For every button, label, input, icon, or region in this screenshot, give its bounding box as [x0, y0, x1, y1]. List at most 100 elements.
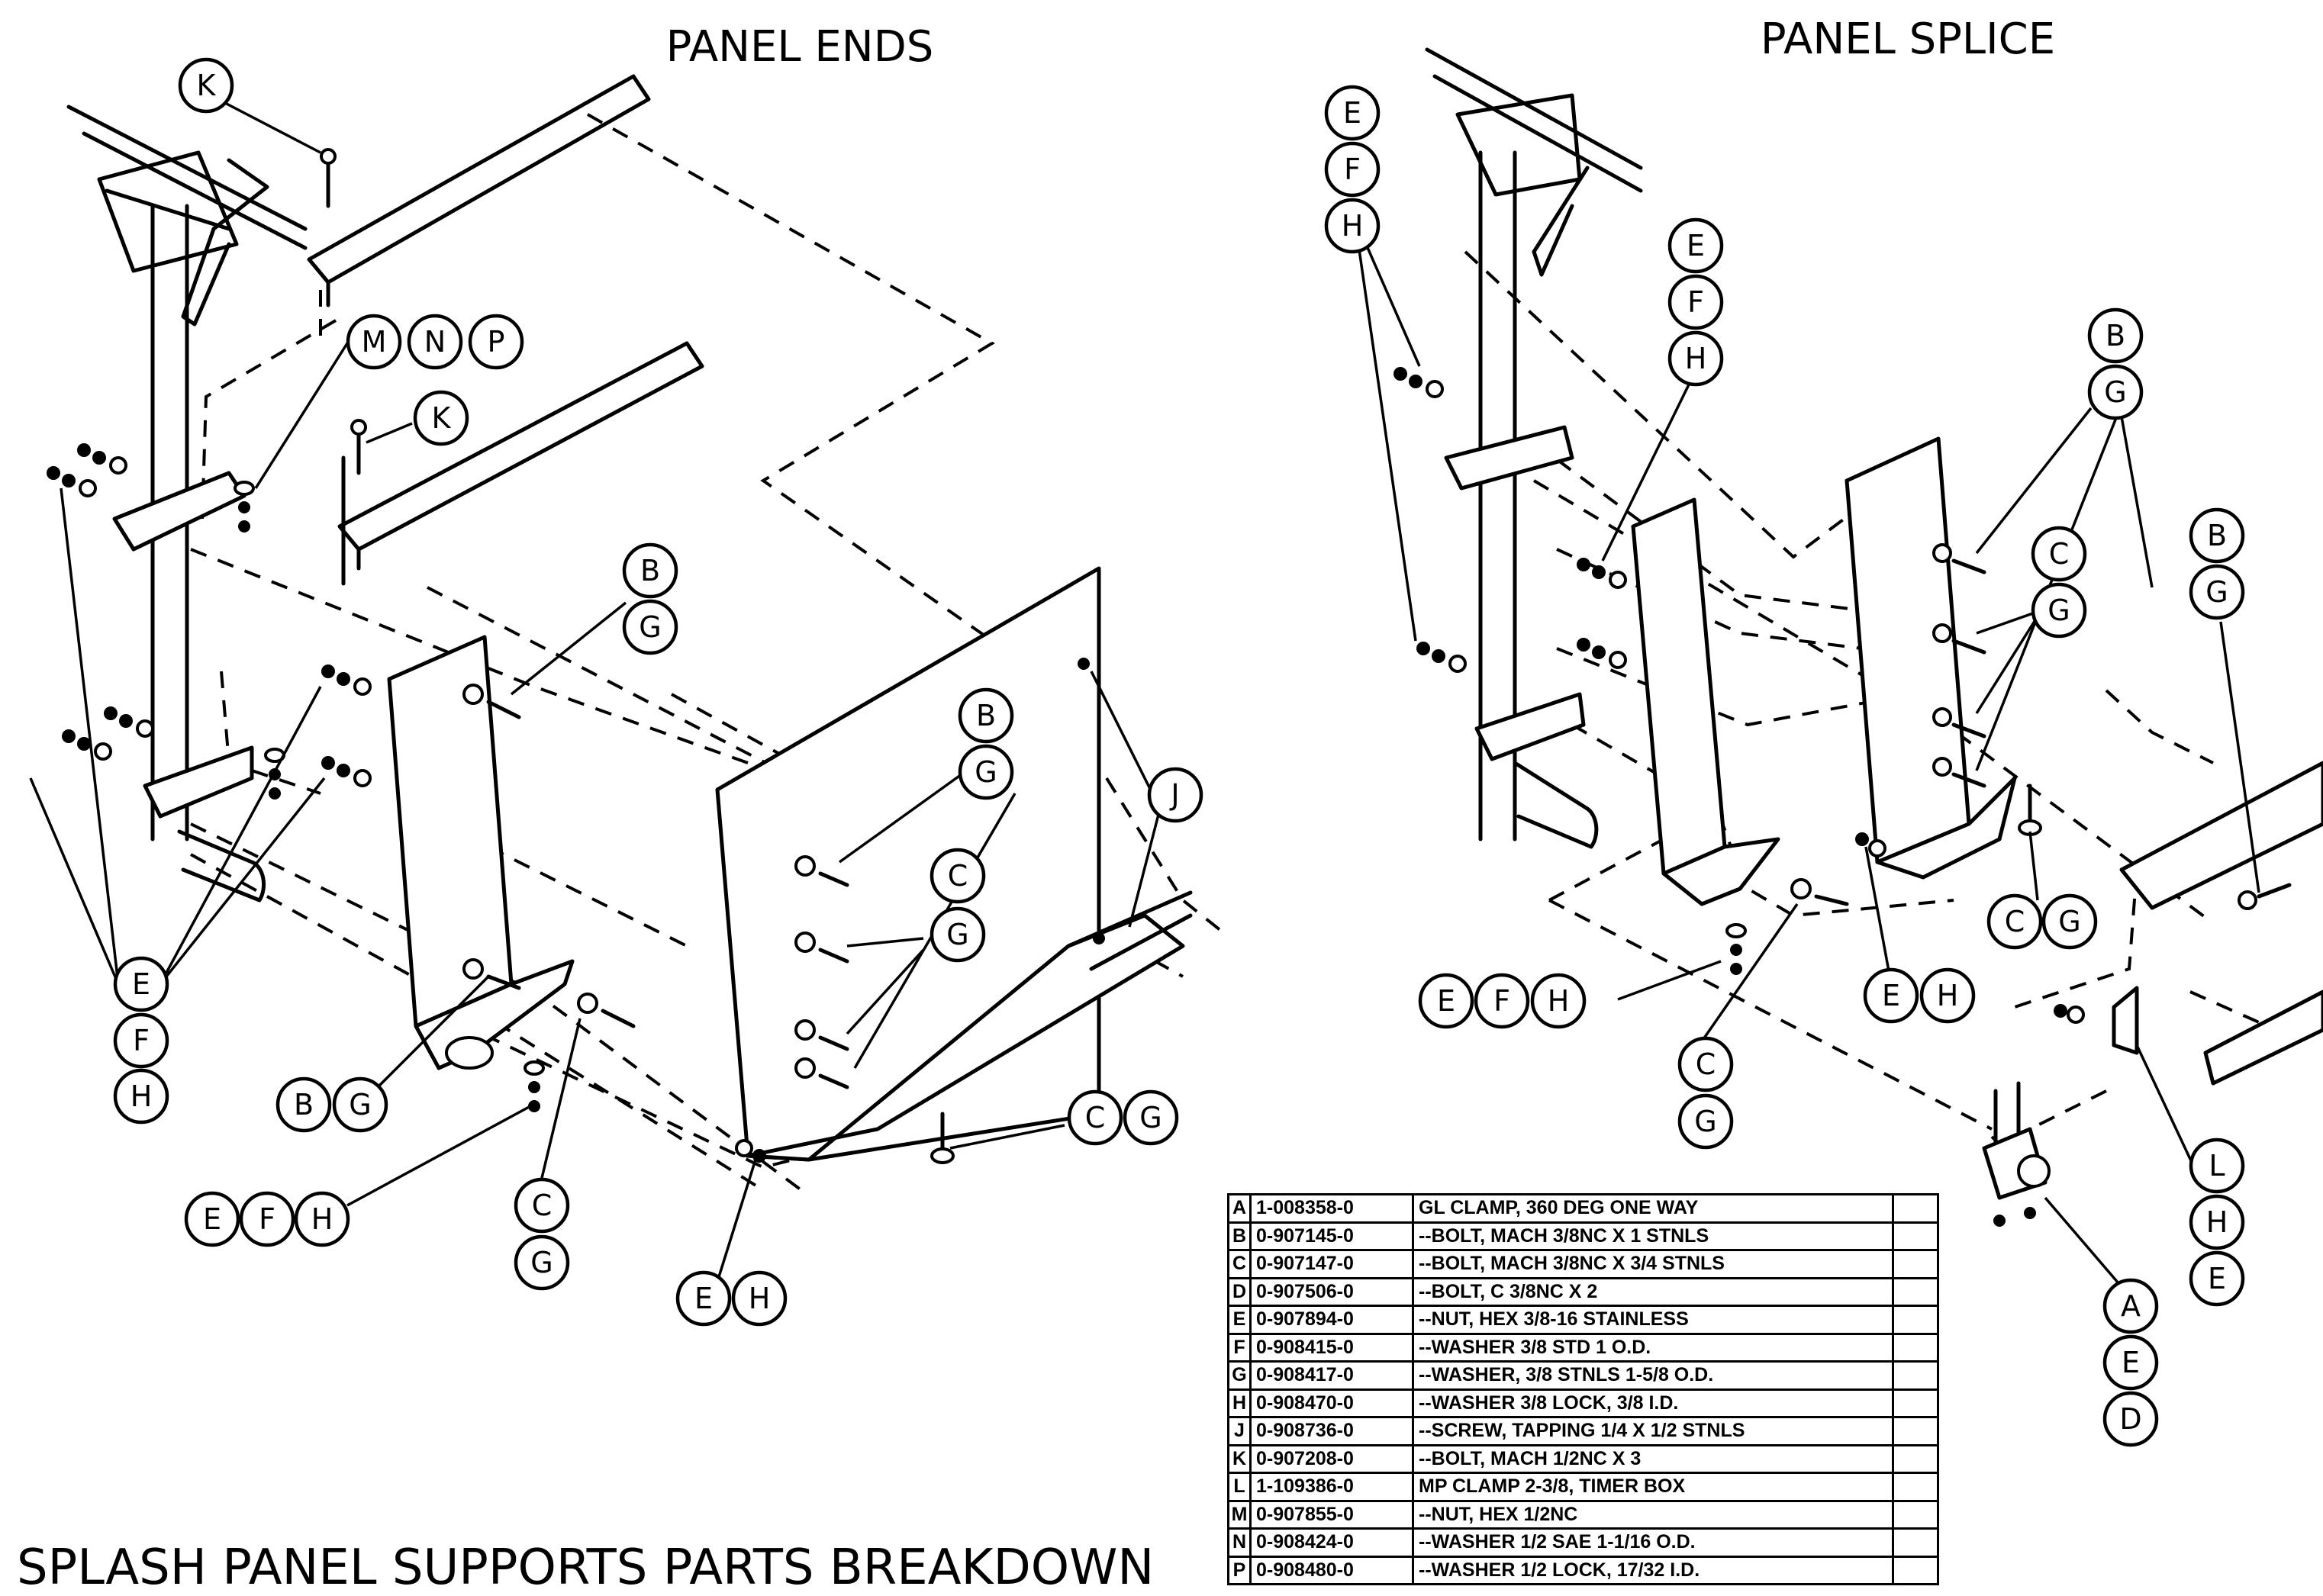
callout-g: G	[332, 1076, 388, 1133]
callout-e: E	[1863, 967, 1919, 1024]
callout-c: C	[1067, 1089, 1123, 1146]
svg-text:B: B	[640, 554, 660, 587]
svg-text:F: F	[1493, 984, 1510, 1018]
svg-text:D: D	[2119, 1402, 2141, 1436]
callout-e: E	[2189, 1250, 2245, 1307]
svg-text:E: E	[132, 967, 150, 1001]
svg-text:G: G	[2104, 375, 2126, 409]
svg-text:F: F	[259, 1202, 275, 1236]
svg-text:G: G	[349, 1088, 371, 1121]
svg-text:M: M	[362, 325, 387, 359]
panel-ends-leaders	[29, 101, 1162, 1282]
callout-c: C	[2031, 526, 2087, 582]
panel-ends-rails	[66, 74, 704, 841]
svg-text:K: K	[432, 401, 452, 435]
callout-h: H	[731, 1270, 788, 1327]
callout-n: N	[407, 314, 463, 370]
title-panel-ends: PANEL ENDS	[666, 22, 934, 72]
svg-text:C: C	[2005, 905, 2025, 938]
callout-f: F	[1474, 973, 1530, 1029]
svg-text:E: E	[1437, 984, 1455, 1018]
svg-text:G: G	[2048, 594, 2070, 627]
svg-text:E: E	[1687, 229, 1705, 262]
callout-g: G	[930, 906, 986, 963]
callout-b: B	[958, 687, 1014, 744]
callout-j: J	[1147, 767, 1203, 823]
svg-text:C: C	[2049, 537, 2070, 571]
callout-e: E	[1418, 973, 1474, 1029]
callout-e: E	[184, 1191, 240, 1247]
svg-text:A: A	[2121, 1289, 2141, 1323]
svg-text:G: G	[530, 1246, 553, 1279]
svg-text:G: G	[1694, 1105, 1716, 1138]
callout-f: F	[113, 1012, 169, 1069]
svg-text:G: G	[975, 755, 997, 789]
svg-text:B: B	[976, 699, 996, 732]
callout-h: H	[1919, 967, 1976, 1024]
callout-h: H	[1667, 330, 1724, 387]
svg-text:J: J	[1169, 778, 1179, 812]
svg-text:H: H	[130, 1080, 153, 1113]
callout-h: H	[1530, 973, 1587, 1029]
callout-b: B	[275, 1076, 332, 1133]
callout-c: C	[514, 1177, 570, 1234]
svg-text:C: C	[532, 1189, 553, 1222]
callout-b: B	[2087, 307, 2144, 364]
svg-text:G: G	[2058, 905, 2080, 938]
callout-p: P	[468, 314, 524, 370]
callout-g: G	[2031, 582, 2087, 639]
title-panel-splice: PANEL SPLICE	[1761, 14, 2055, 64]
svg-text:H: H	[749, 1282, 771, 1315]
svg-text:B: B	[2207, 519, 2227, 552]
callout-g: G	[2189, 564, 2245, 620]
callout-h: H	[2189, 1194, 2245, 1250]
svg-text:P: P	[488, 325, 505, 359]
callout-g: G	[1123, 1089, 1179, 1146]
callout-h: H	[1324, 198, 1381, 254]
callout-l: L	[2189, 1137, 2245, 1194]
callout-c: C	[1677, 1036, 1734, 1092]
callout-k: K	[413, 390, 469, 446]
svg-text:E: E	[694, 1282, 713, 1315]
svg-text:C: C	[948, 859, 968, 893]
callout-d: D	[2102, 1391, 2159, 1447]
callout-e: E	[1667, 217, 1724, 274]
callout-b: B	[622, 542, 678, 599]
svg-text:G: G	[639, 610, 661, 644]
svg-text:F: F	[133, 1024, 150, 1057]
svg-text:G: G	[1139, 1101, 1162, 1134]
panel-splice-hardware	[1393, 367, 2292, 1227]
callout-c: C	[930, 848, 986, 904]
svg-text:H: H	[2206, 1205, 2228, 1239]
callout-b: B	[2189, 507, 2245, 564]
svg-text:H: H	[1937, 979, 1959, 1012]
svg-text:H: H	[311, 1202, 333, 1236]
svg-text:H: H	[1342, 209, 1364, 243]
svg-text:H: H	[1548, 984, 1570, 1018]
callout-e: E	[675, 1270, 732, 1327]
svg-text:E: E	[1882, 979, 1900, 1012]
callout-e: E	[1324, 85, 1381, 141]
callout-a: A	[2102, 1278, 2159, 1334]
drawing-title: SPLASH PANEL SUPPORTS PARTS BREAKDOWN	[17, 1540, 1154, 1596]
callout-f: F	[239, 1191, 295, 1247]
svg-text:F: F	[1344, 153, 1361, 186]
panel-ends-hardware	[47, 148, 1105, 1164]
panel-splice-brackets	[1444, 425, 2323, 1086]
callout-e: E	[113, 956, 169, 1012]
svg-text:C: C	[1696, 1047, 1716, 1081]
callout-g: G	[1677, 1093, 1734, 1150]
svg-text:E: E	[203, 1202, 221, 1236]
svg-text:K: K	[197, 69, 217, 102]
